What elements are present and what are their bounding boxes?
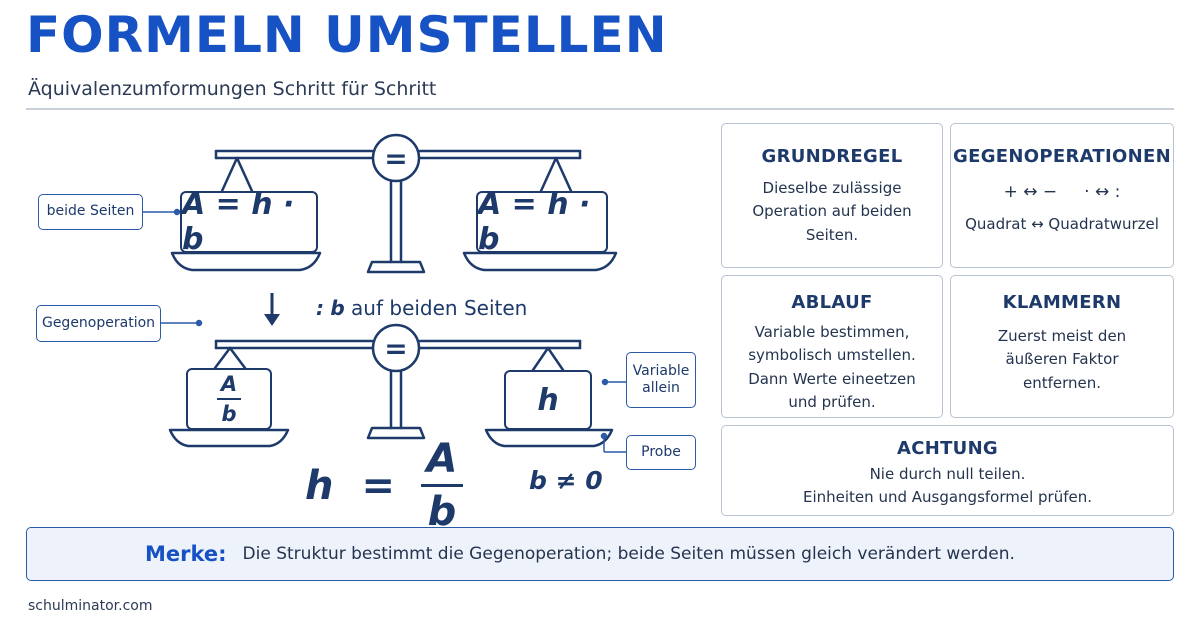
top-equals-symbol: = <box>384 142 407 175</box>
page-subtitle: Äquivalenzumformungen Schritt für Schrit… <box>28 78 437 100</box>
card-achtung-line1: Nie durch null teilen. <box>869 465 1026 483</box>
bottom-equals-circle <box>371 323 421 373</box>
page-title: FORMELN UMSTELLEN <box>26 6 668 64</box>
card-grundregel: GRUNDREGEL Dieselbe zulässige Operation … <box>721 123 943 268</box>
header-divider <box>26 108 1174 110</box>
card-ablauf: ABLAUF Variable bestimmen, symbolisch um… <box>721 275 943 418</box>
top-equals-circle <box>371 133 421 183</box>
card-ablauf-text: Variable bestimmen, symbolisch umstellen… <box>748 323 916 411</box>
card-achtung: ACHTUNG Nie durch null teilen. Einheiten… <box>721 425 1174 516</box>
footer-site: schulminator.com <box>28 598 153 614</box>
bottom-equals-symbol: = <box>384 332 407 365</box>
card-grundregel-title: GRUNDREGEL <box>761 146 903 167</box>
balance-diagram: = = <box>143 133 626 453</box>
callout-variable-alone: Variable allein <box>626 352 696 408</box>
bottom-left-hanger <box>168 346 290 448</box>
card-gegenoperationen-ops: + ↔ − · ↔ : <box>1003 182 1121 202</box>
top-right-formula: A = h · b <box>478 187 591 257</box>
callout-both-sides: beide Seiten <box>38 194 143 230</box>
card-achtung-title: ACHTUNG <box>896 438 999 459</box>
top-right-formula-box: A = h · b <box>476 187 608 257</box>
card-klammern: KLAMMERN Zuerst meist den äußeren Faktor… <box>950 275 1174 418</box>
card-achtung-line2: Einheiten und Ausgangsformel prüfen. <box>803 488 1092 507</box>
result-fraction: A b <box>421 436 463 535</box>
bottom-left-denominator: b <box>221 402 237 426</box>
card-gegenoperationen: GEGENOPERATIONEN + ↔ − · ↔ : Quadrat ↔ Q… <box>950 123 1174 268</box>
operation-label: : b auf beiden Seiten <box>316 296 527 320</box>
result-formula: h = A b <box>305 436 463 535</box>
top-post <box>366 178 426 274</box>
bottom-right-hanger <box>484 346 614 448</box>
card-klammern-text: Zuerst meist den äußeren Faktor entferne… <box>997 327 1127 392</box>
merke-label: Merke: <box>145 542 227 566</box>
bottom-right-formula-box: h <box>504 370 592 430</box>
merke-text: Die Struktur bestimmt die Gegenoperation… <box>242 544 1015 564</box>
callout-inverse-operation: Gegenoperation <box>36 305 161 342</box>
card-grundregel-text: Dieselbe zulässige Operation auf beiden … <box>752 179 912 244</box>
top-right-hanger <box>462 156 618 272</box>
top-left-hanger <box>170 156 322 272</box>
card-gegenoperationen-square: Quadrat ↔ Quadratwurzel <box>965 215 1159 234</box>
bottom-left-formula-box: A b <box>186 368 272 430</box>
result-variable: h <box>305 462 334 509</box>
down-arrow-icon <box>264 293 280 326</box>
result-equals: = <box>361 462 395 509</box>
operation-variable: b <box>330 296 345 320</box>
operation-suffix: auf beiden Seiten <box>351 296 528 320</box>
condition-text: b ≠ 0 <box>529 466 603 495</box>
card-ablauf-title: ABLAUF <box>791 292 873 313</box>
result-numerator: A <box>426 436 458 482</box>
top-left-formula: A = h · b <box>182 187 295 257</box>
operation-prefix: : <box>316 296 324 320</box>
card-gegenoperationen-title: GEGENOPERATIONEN <box>953 146 1171 167</box>
card-klammern-title: KLAMMERN <box>1002 292 1122 313</box>
callout-check: Probe <box>626 435 696 470</box>
top-left-formula-box: A = h · b <box>180 187 318 257</box>
top-beam <box>214 149 582 160</box>
bottom-left-fraction: A b <box>217 372 241 426</box>
merke-box: Merke: Die Struktur bestimmt die Gegenop… <box>26 527 1174 581</box>
bottom-right-variable: h <box>537 382 559 418</box>
bottom-left-numerator: A <box>220 372 238 396</box>
bottom-post <box>366 368 426 440</box>
bottom-beam <box>214 339 582 350</box>
